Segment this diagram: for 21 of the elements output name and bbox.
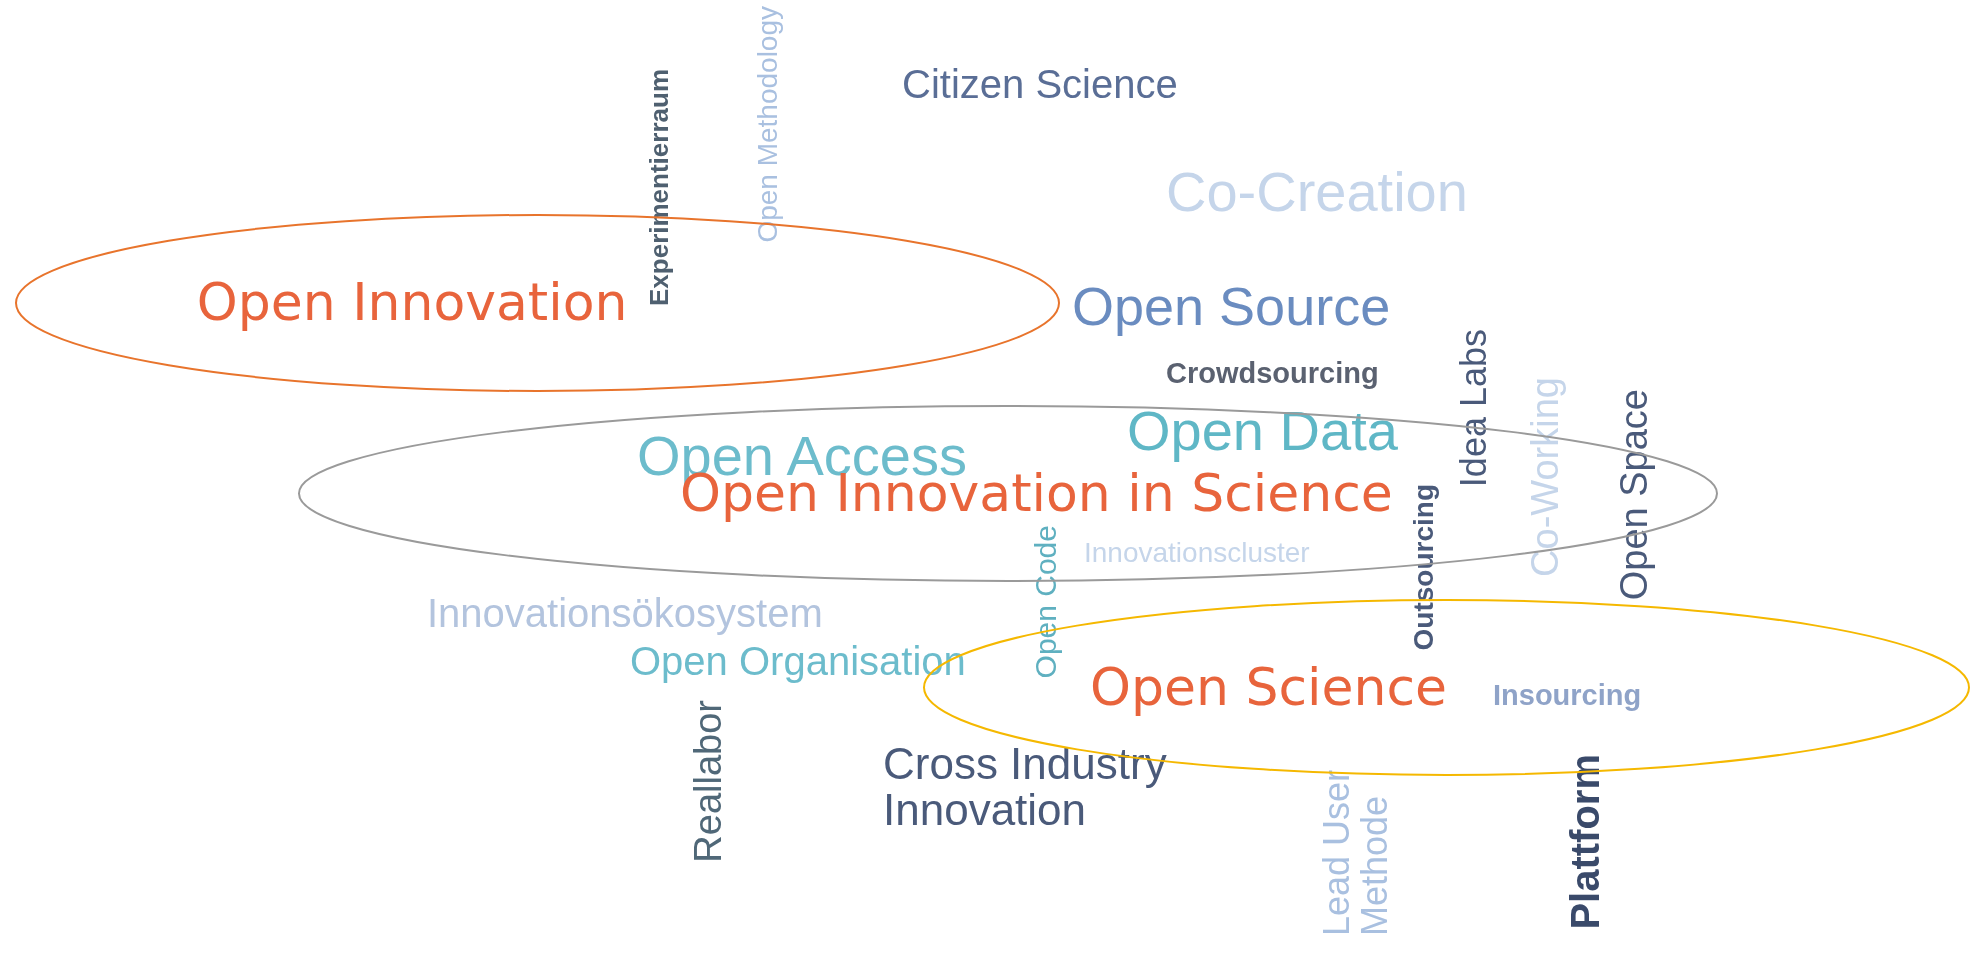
- keyword: Co-Working: [1526, 377, 1566, 577]
- keyword: Plattform: [1564, 754, 1606, 930]
- keyword: Reallabor: [689, 700, 729, 863]
- keyword: Idea Labs: [1455, 329, 1493, 488]
- keyword: Open Methodology: [753, 6, 783, 243]
- keyword: Citizen Science: [902, 63, 1178, 105]
- keyword: Cross Industry Innovation: [883, 741, 1168, 834]
- node-label: Open Science: [1090, 658, 1447, 717]
- keyword: Open Source: [1072, 278, 1391, 335]
- keyword: Insourcing: [1493, 680, 1642, 711]
- keyword: Outsourcing: [1409, 484, 1439, 651]
- keyword: Lead User Methode: [1318, 768, 1394, 936]
- keyword: Open Code: [1030, 525, 1062, 679]
- keyword: Co-Creation: [1166, 163, 1468, 222]
- keyword: Innovationsökosystem: [427, 592, 823, 634]
- keyword: Open Data: [1127, 402, 1398, 461]
- node-label: Open Innovation: [196, 274, 628, 332]
- keyword: Open Space: [1615, 389, 1655, 601]
- keyword: Experimentierraum: [646, 69, 674, 306]
- keyword: Crowdsourcing: [1166, 358, 1379, 389]
- keyword: Innovationscluster: [1084, 538, 1310, 568]
